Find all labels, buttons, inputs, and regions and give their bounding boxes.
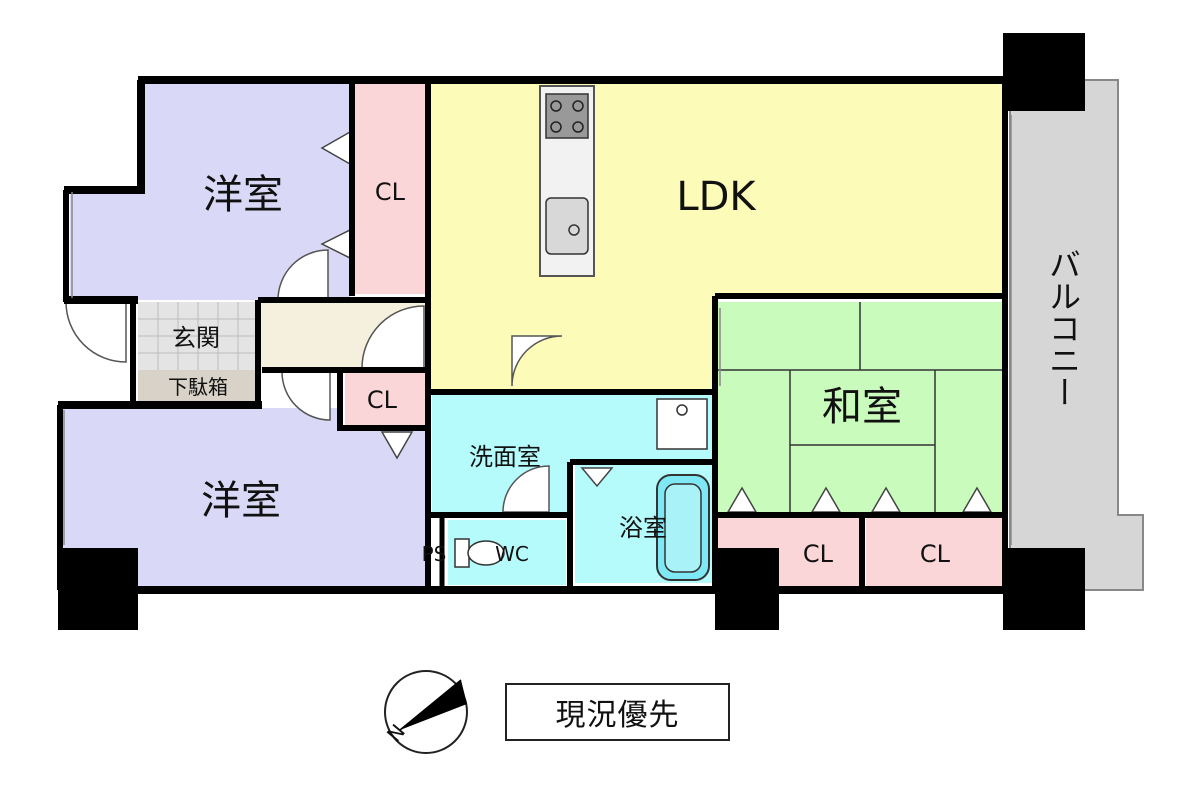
label-ldk: LDK — [676, 174, 757, 220]
label-washroom: 洗面室 — [469, 443, 541, 471]
western-room-top — [70, 82, 350, 300]
western-room-bottom — [62, 408, 428, 590]
note-text: 現況優先 — [555, 698, 680, 733]
toilet-icon — [454, 538, 505, 568]
label-bathroom: 浴室 — [619, 514, 667, 542]
walls — [57, 76, 1010, 594]
label-toilet: WC — [495, 542, 529, 566]
label-closet-japanese-left: CL — [803, 540, 834, 568]
closet-mid — [345, 372, 425, 427]
sink-icon — [545, 197, 589, 255]
label-closet-top: CL — [375, 178, 406, 206]
entrance-tiles — [138, 302, 258, 370]
closet-top — [355, 82, 425, 294]
label-closet-mid: CL — [367, 386, 398, 414]
label-entrance: 玄関 — [172, 324, 220, 352]
label-western-room-top: 洋室 — [203, 172, 283, 218]
label-balcony: バルコニー — [1044, 248, 1082, 408]
closet-japanese-right — [866, 518, 1003, 586]
label-pipe-space: PS — [422, 542, 447, 566]
note-box: 現況優先 — [505, 683, 730, 741]
structural-columns — [58, 33, 1085, 630]
closet-door-marks — [320, 130, 993, 513]
compass-icon: N — [382, 670, 468, 754]
shoe-box-area — [138, 370, 258, 402]
washroom-area — [432, 395, 712, 515]
label-closet-japanese-right: CL — [920, 540, 951, 568]
washer-icon — [656, 398, 708, 450]
label-western-room-bottom: 洋室 — [201, 478, 281, 524]
label-shoe-box: 下駄箱 — [168, 375, 228, 399]
label-japanese-room: 和室 — [822, 384, 902, 430]
door-swings — [65, 249, 563, 513]
windows — [63, 115, 1012, 545]
tatami-lines — [718, 302, 1003, 514]
